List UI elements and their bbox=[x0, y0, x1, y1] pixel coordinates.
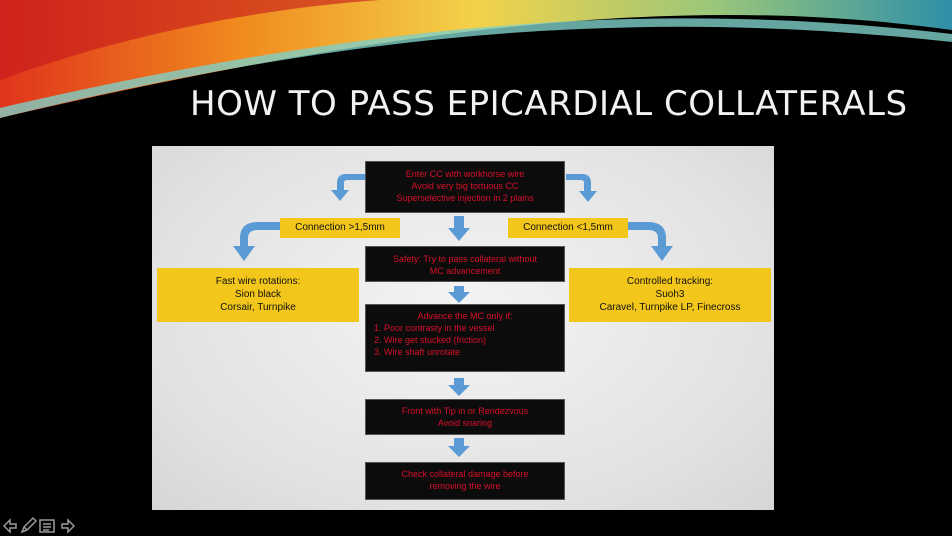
step-front-with-tip: Front with Tip in or Rendezvous Avoid sn… bbox=[365, 399, 565, 435]
arrow-right-branch bbox=[628, 222, 673, 261]
connection-large-label: Connection >1,5mm bbox=[280, 218, 400, 238]
slideshow-controls bbox=[0, 514, 952, 536]
connection-small-label: Connection <1,5mm bbox=[508, 218, 628, 238]
step-enter-cc: Enter CC with workhorse wire Avoid very … bbox=[365, 161, 565, 213]
arrow-top-right bbox=[566, 174, 597, 202]
arrow-down-3 bbox=[448, 378, 470, 396]
menu-icon[interactable] bbox=[39, 519, 55, 533]
step-check-damage: Check collateral damage before removing … bbox=[365, 462, 565, 500]
arrow-left-branch bbox=[233, 222, 280, 261]
flowchart-panel: Enter CC with workhorse wire Avoid very … bbox=[152, 146, 774, 510]
step-advance-mc: Advance the MC only if: 1. Poor contrast… bbox=[365, 304, 565, 372]
arrow-top-left bbox=[331, 174, 365, 201]
controlled-tracking-box: Controlled tracking: Suoh3 Caravel, Turn… bbox=[569, 268, 771, 322]
arrow-down-1 bbox=[448, 216, 470, 241]
arrow-down-2 bbox=[448, 286, 470, 303]
arrow-down-4 bbox=[448, 438, 470, 457]
slide-title: HOW TO PASS EPICARDIAL COLLATERALS bbox=[190, 84, 908, 124]
flow-arrows bbox=[233, 174, 673, 457]
step-safety: Safety: Try to pass collateral without M… bbox=[365, 246, 565, 282]
fast-wire-box: Fast wire rotations: Sion black Corsair,… bbox=[157, 268, 359, 322]
pen-icon[interactable] bbox=[20, 516, 38, 534]
header-swoosh-graphic bbox=[0, 0, 952, 119]
back-icon[interactable] bbox=[2, 518, 17, 534]
forward-icon[interactable] bbox=[61, 518, 76, 534]
